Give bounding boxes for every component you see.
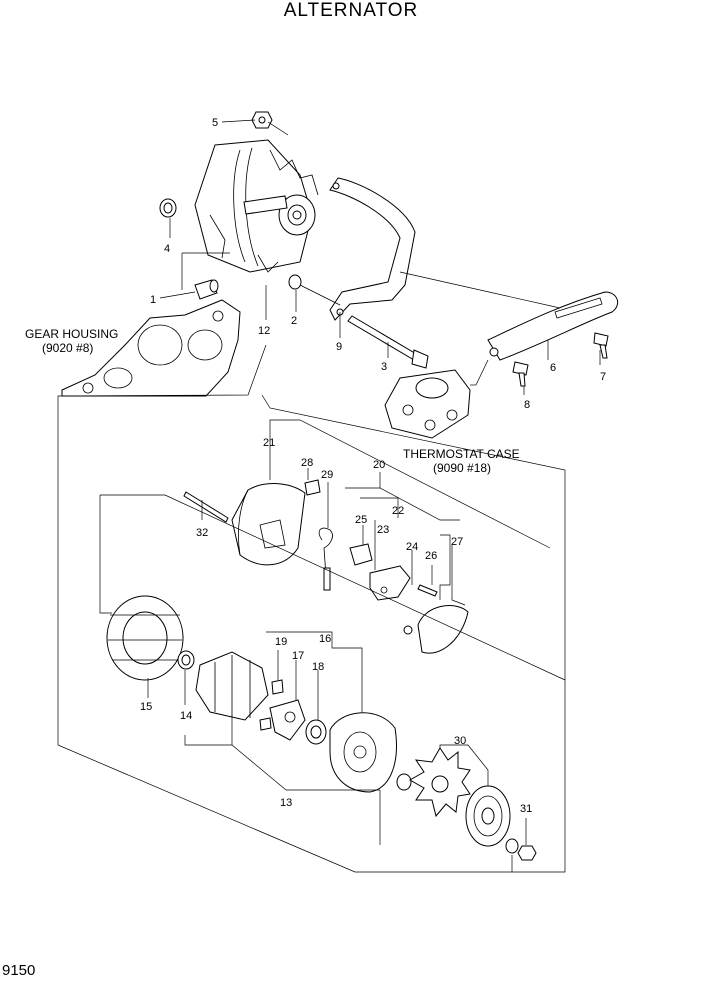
nut-part-5 — [251, 111, 273, 129]
callout-7: 7 — [600, 371, 606, 383]
callout-2: 2 — [291, 315, 297, 327]
screw-part-28 — [304, 479, 321, 496]
callout-9: 9 — [336, 341, 342, 353]
callout-8: 8 — [524, 399, 530, 411]
callout-31: 31 — [520, 803, 532, 815]
regulator-part-27 — [403, 605, 469, 654]
thermostat-case-shape — [384, 369, 471, 439]
leader-lines — [57, 119, 601, 873]
callout-17: 17 — [292, 650, 304, 662]
page-title: ALTERNATOR — [283, 0, 419, 21]
callout-28: 28 — [301, 457, 313, 469]
rotor-part-13 — [195, 651, 269, 721]
callout-19: 19 — [275, 636, 287, 648]
callout-labels: 5 4 1 2 12 9 3 6 7 8 21 28 20 29 22 25 2… — [140, 117, 606, 815]
wire-part-29 — [318, 527, 333, 591]
screw-part-26 — [417, 584, 438, 597]
pulley-part-30b — [465, 785, 511, 847]
callout-25: 25 — [355, 514, 367, 526]
spacer-part-1 — [194, 279, 219, 300]
callout-6: 6 — [550, 362, 556, 374]
bolt-part-7 — [593, 332, 609, 359]
washer-part-2 — [288, 274, 302, 290]
gear-housing-label: GEAR HOUSING — [25, 327, 118, 341]
callout-14: 14 — [180, 710, 192, 722]
callout-29: 29 — [321, 469, 333, 481]
bracket-part-9 — [329, 177, 416, 321]
bushing-part-4 — [159, 198, 177, 218]
washer-part-31 — [505, 838, 519, 854]
callout-24: 24 — [406, 541, 418, 553]
nut-part-31 — [517, 845, 537, 861]
callout-32: 32 — [196, 527, 208, 539]
callout-3: 3 — [381, 361, 387, 373]
brush-part-25 — [349, 543, 373, 566]
callout-27: 27 — [451, 536, 463, 548]
reference-notes: GEAR HOUSING (9020 #8) THERMOSTAT CASE (… — [25, 327, 520, 475]
adjusting-bar-part-6 — [487, 291, 619, 361]
bearing-part-18 — [305, 719, 327, 745]
plate-part-17 — [269, 699, 306, 741]
callout-4: 4 — [164, 243, 170, 255]
callout-15: 15 — [140, 701, 152, 713]
callout-26: 26 — [425, 550, 437, 562]
callout-1: 1 — [150, 294, 156, 306]
callout-5: 5 — [212, 117, 218, 129]
bolt-part-32 — [183, 491, 229, 523]
page-number: 9150 — [2, 962, 36, 979]
callout-21: 21 — [263, 437, 275, 449]
bearing-part-14 — [177, 650, 195, 670]
gear-housing-ref: (9020 #8) — [42, 341, 93, 355]
callout-30: 30 — [454, 735, 466, 747]
gear-housing-shape — [61, 299, 241, 397]
cover-part-21 — [231, 483, 306, 566]
thermostat-case-label: THERMOSTAT CASE — [403, 447, 520, 461]
front-cover-part-16 — [329, 712, 397, 793]
callout-12: 12 — [258, 325, 270, 337]
screw-part-16-13 — [259, 717, 272, 731]
stator-part-15 — [106, 595, 184, 681]
bolt-part-8 — [512, 361, 529, 387]
bolt-part-3 — [347, 315, 429, 369]
alternator-body — [194, 139, 319, 273]
callout-13: 13 — [280, 797, 292, 809]
callout-18: 18 — [312, 661, 324, 673]
callout-23: 23 — [377, 524, 389, 536]
callout-16: 16 — [319, 633, 331, 645]
spacer-part-30a — [396, 773, 412, 791]
fan-part-30 — [408, 747, 471, 818]
screw-part-19 — [271, 679, 284, 695]
thermostat-case-ref: (9090 #18) — [433, 461, 491, 475]
callout-20: 20 — [373, 459, 385, 471]
callout-22: 22 — [392, 505, 404, 517]
brush-holder-part-23 — [369, 565, 411, 601]
